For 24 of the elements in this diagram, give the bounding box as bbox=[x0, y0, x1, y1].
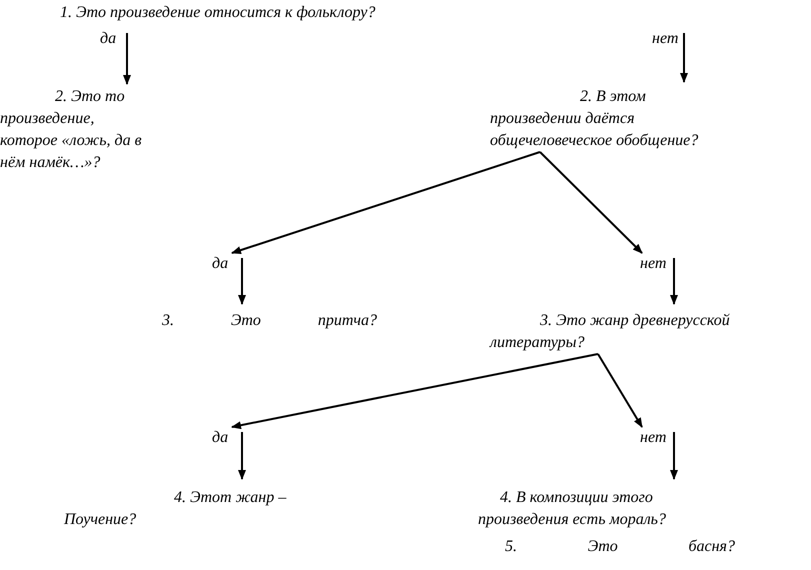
answer-label: нет bbox=[640, 253, 666, 275]
arrow bbox=[238, 258, 246, 305]
question-text: 1. Это произведение относится к фольклору? bbox=[60, 2, 660, 24]
question-text: 2. В этом произведении даётся общечеловеческое обобщение? bbox=[490, 86, 737, 152]
answer-label: да bbox=[212, 427, 228, 449]
arrow bbox=[231, 151, 540, 254]
question-text: 3. Это жанр древнерусской литературы? bbox=[490, 310, 737, 354]
arrow bbox=[231, 353, 598, 430]
question-text: 2. Это то произведение, которое «ложь, да в нём намёк…»? bbox=[0, 86, 150, 174]
arrow bbox=[238, 432, 246, 480]
question-text: 3. Это притча? bbox=[162, 310, 377, 332]
answer-label: да bbox=[212, 253, 228, 275]
answer-label: нет bbox=[652, 28, 678, 50]
question-text: 5. Это басня? bbox=[505, 536, 735, 558]
arrow bbox=[539, 151, 643, 254]
answer-label: да bbox=[100, 28, 116, 50]
question-text: 4. В композиции этого произведения есть мораль? bbox=[478, 487, 738, 531]
arrow bbox=[597, 353, 643, 428]
answer-label: нет bbox=[640, 427, 666, 449]
arrow bbox=[123, 33, 131, 85]
arrow bbox=[670, 432, 678, 480]
arrow bbox=[670, 258, 678, 305]
arrow bbox=[680, 33, 688, 83]
question-text: 4. Этот жанр – Поучение? bbox=[64, 487, 319, 531]
